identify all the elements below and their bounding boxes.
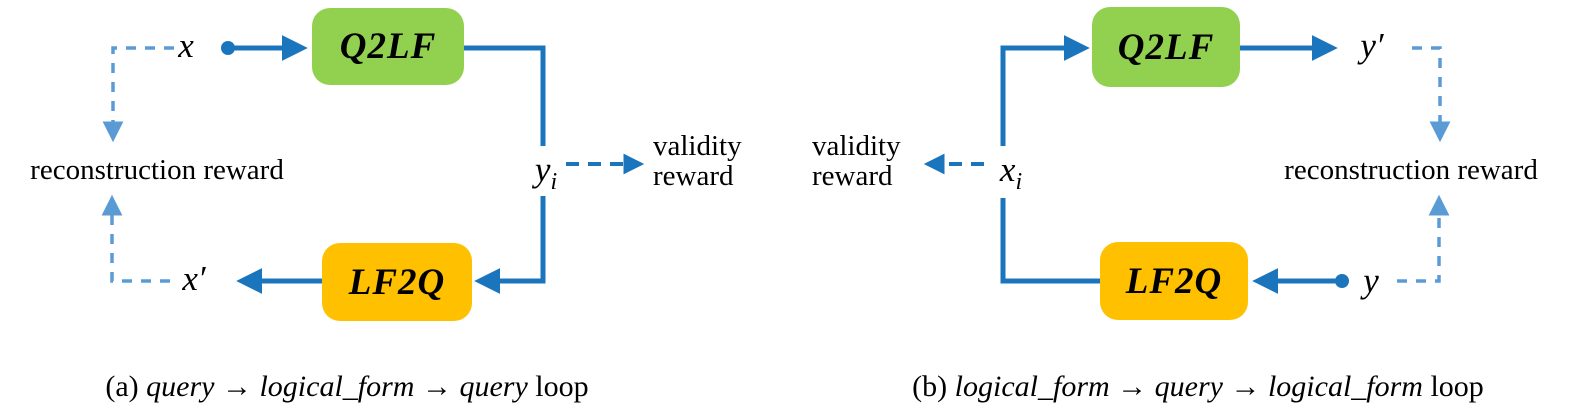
y-input-dot [1335, 274, 1349, 288]
q2lf-box-a: Q2LF [312, 8, 464, 85]
caption-a-arrow1: → [221, 370, 252, 403]
validity-line1-a: validity [653, 130, 742, 162]
caption-a-arrow2: → [421, 370, 452, 403]
reconstruction-reward-label-a: reconstruction reward [30, 154, 284, 186]
x-i-base: x [999, 150, 1016, 189]
reconstruction-reward-label-b: reconstruction reward [1284, 154, 1538, 186]
xi-to-q2lf-arrow [1000, 35, 1090, 146]
caption-a-suffix: loop [535, 370, 589, 403]
caption-a-seg3: query [459, 370, 528, 403]
y-i-base: y [534, 150, 551, 189]
caption-b: (b) logical_form → query → logical_form … [912, 370, 1484, 404]
y-i-label: yi [534, 150, 557, 194]
x-reconstruction-dashed-arrow [102, 46, 174, 143]
caption-b-seg3: logical_form [1267, 370, 1423, 403]
lf2q-box-b: LF2Q [1100, 242, 1248, 320]
x-label: x [178, 26, 194, 65]
x-prime-label: x′ [182, 259, 206, 298]
q2lf-box-b: Q2LF [1092, 7, 1240, 87]
caption-b-seg2: query [1154, 370, 1223, 403]
x-i-subscript: i [1015, 169, 1023, 195]
lf2q-box-a: LF2Q [322, 243, 472, 321]
xprime-reconstruction-dashed-arrow [101, 194, 170, 283]
y-i-subscript: i [550, 169, 558, 195]
yprime-reconstruction-dashed-arrow [1412, 46, 1451, 143]
x-input-dot [221, 41, 235, 55]
caption-b-arrow2: → [1230, 370, 1261, 403]
y-reconstruction-dashed-arrow [1397, 194, 1450, 283]
caption-b-index: (b) [912, 370, 948, 403]
validity-line2-b: reward [812, 160, 893, 192]
x-i-label: xi [999, 150, 1022, 194]
y-prime-label: y′ [1360, 26, 1384, 65]
yi-to-lf2q-arrow [474, 196, 546, 294]
caption-a-index: (a) [105, 370, 139, 403]
validity-reward-label-a: validity reward [653, 131, 742, 191]
q2lf-to-yi-line [462, 45, 546, 146]
caption-a-seg2: logical_form [259, 370, 415, 403]
y-label: y [1363, 261, 1379, 300]
validity-line2-a: reward [653, 160, 734, 192]
validity-reward-label-b: validity reward [812, 131, 901, 191]
caption-b-arrow1: → [1117, 370, 1148, 403]
caption-a: (a) query → logical_form → query loop [105, 370, 588, 404]
caption-b-suffix: loop [1430, 370, 1484, 403]
validity-line1-b: validity [812, 130, 901, 162]
lf2q-to-xi-line [1000, 198, 1100, 284]
caption-b-seg1: logical_form [954, 370, 1110, 403]
caption-a-seg1: query [146, 370, 215, 403]
